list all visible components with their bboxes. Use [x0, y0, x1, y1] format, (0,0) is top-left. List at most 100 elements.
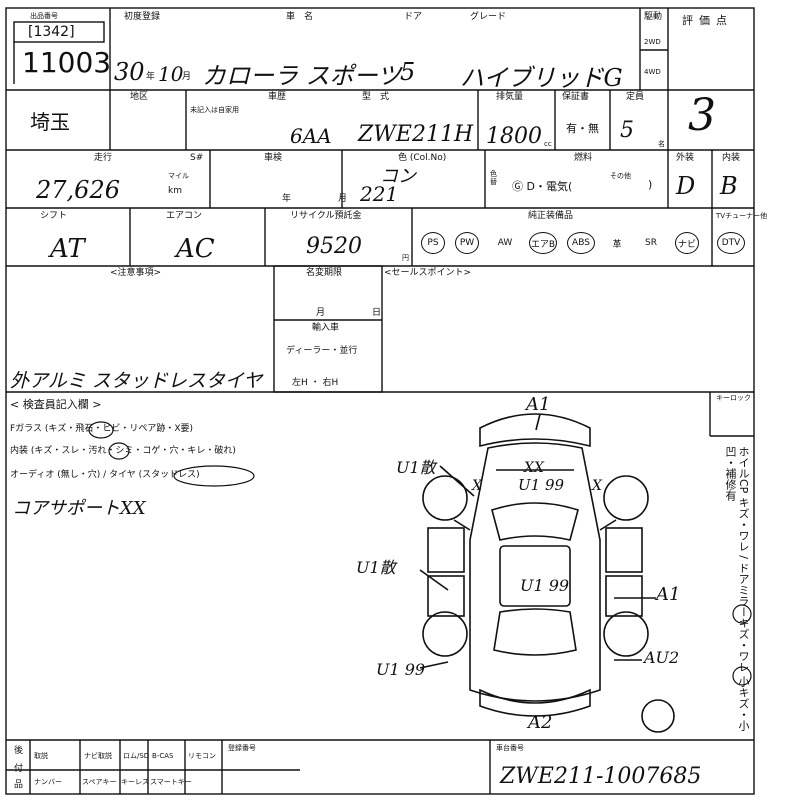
- car-name-label: 車 名: [286, 12, 314, 22]
- footer-bottom-item-2: キーレス: [121, 778, 149, 786]
- month-unit: 月: [182, 72, 192, 82]
- mark-u1-center: U1 99: [520, 576, 570, 595]
- inspection-month-unit: 月: [338, 194, 348, 204]
- inspection-year-unit: 年: [282, 194, 292, 204]
- year-unit: 年: [146, 72, 156, 82]
- capacity: 5: [620, 118, 634, 143]
- drive-label: 駆動: [644, 12, 663, 22]
- equipment-3: エアB: [529, 232, 557, 254]
- color-label: 色 (Col.No): [398, 153, 447, 163]
- mark-u1-left-mid: U1散: [356, 558, 396, 577]
- mark-au2: AU2: [644, 648, 680, 667]
- displacement: 1800: [486, 124, 542, 149]
- equipment-8: DTV: [717, 232, 745, 254]
- reg-label: 登録番号: [228, 744, 256, 752]
- transfer-label: 名変期限: [306, 268, 343, 278]
- fuel-label: 燃料: [574, 153, 593, 163]
- keylock-label: キーロック: [716, 394, 751, 402]
- capacity-unit: 名: [658, 140, 665, 148]
- equipment-4: ABS: [567, 232, 595, 254]
- fuel-close: ): [648, 178, 653, 191]
- capacity-label: 定員: [626, 92, 645, 102]
- chassis-label: 車台番号: [496, 744, 524, 752]
- equipment-7: ナビ: [675, 232, 699, 254]
- door-label: ドア: [404, 12, 423, 22]
- interior-grade: B: [720, 172, 738, 200]
- shift-label: シフト: [40, 211, 68, 221]
- mileage-unit-km: km: [168, 186, 182, 196]
- fuel-options: Ⓖ D・電気(: [512, 180, 573, 193]
- history-label: 車歴: [268, 92, 287, 102]
- inspection-label: 車検: [264, 153, 283, 163]
- warranty: 有・無: [566, 122, 599, 135]
- import-label: 輸入車: [312, 323, 340, 333]
- color-change: 色替: [490, 170, 497, 186]
- footer-bottom-item-1: スペアキー: [82, 778, 117, 786]
- ac-label: エアコン: [166, 211, 203, 221]
- mileage-label: 走行: [94, 153, 113, 163]
- recycle-label: リサイクル預託金: [290, 211, 362, 221]
- sw-label: S#: [190, 153, 204, 163]
- inspector-line-glass: Fガラス (キズ・飛石・ヒビ・リペア跡・X要): [10, 424, 194, 434]
- model-prefix: 6AA: [290, 124, 332, 148]
- footer-top-item-4: リモコン: [188, 752, 216, 760]
- lot-caption: 出品番号: [30, 12, 58, 20]
- equipment-0: PS: [421, 232, 445, 254]
- inspector-title: < 検査員記入欄 >: [10, 398, 102, 411]
- ac: AC: [176, 234, 215, 264]
- damage-legend: ホイルCP キズ・ワレ / ドアミラーキズ・ワレ 小キズ・小凹・補修有: [724, 446, 750, 732]
- drive-4wd: 4WD: [644, 68, 661, 76]
- score-label: 評価点: [682, 14, 733, 27]
- equipment-2: AW: [497, 238, 513, 248]
- footer-bottom-item-3: スマートキー: [150, 778, 192, 786]
- mark-u1-left-top: U1散: [396, 458, 436, 477]
- exterior-grade: D: [676, 172, 696, 200]
- tv-tuner-label: TVチューナー他: [716, 212, 768, 220]
- mileage-unit-mile: マイル: [168, 172, 189, 180]
- equipment-label: 純正装備品: [528, 211, 574, 221]
- region: 埼玉: [30, 110, 70, 134]
- warranty-label: 保証書: [562, 92, 590, 102]
- footer-col1-a: 後: [14, 746, 24, 756]
- equipment-1: PW: [455, 232, 479, 254]
- car-name: カローラ スポーツ: [202, 62, 402, 90]
- mileage: 27,626: [36, 176, 120, 204]
- model-label: 型 式: [362, 92, 390, 102]
- footer-col1-c: 品: [14, 780, 24, 790]
- chassis-number: ZWE211-1007685: [500, 764, 702, 789]
- mark-u1-left-bottom: U1 99: [376, 660, 426, 679]
- grade: ハイブリッドG: [460, 64, 623, 92]
- caution-label: <注意事項>: [110, 268, 162, 278]
- interior-label: 内装: [722, 153, 741, 163]
- drive-2wd: 2WD: [644, 38, 661, 46]
- import-handle: 左H ・ 右H: [292, 378, 339, 388]
- equipment-6: SR: [645, 238, 657, 248]
- yen-unit: 円: [402, 254, 409, 262]
- fuel-other: その他: [610, 172, 631, 180]
- lot-number: 11003: [22, 46, 112, 79]
- transfer-day: 日: [372, 308, 382, 318]
- score: 3: [688, 90, 716, 141]
- cc-unit: cc: [544, 140, 552, 148]
- footer-top-item-3: B-CAS: [152, 752, 174, 760]
- exterior-label: 外装: [676, 153, 695, 163]
- lot-bracket: [1342]: [28, 24, 75, 40]
- equipment-5: 革: [612, 239, 622, 250]
- first-reg-label: 初度登録: [124, 12, 161, 22]
- inspector-line-audio: オーディオ (無し・穴) / タイヤ (スタッドレス): [10, 470, 200, 480]
- footer-col1-b: 付: [14, 764, 24, 774]
- car-diagram: [419, 413, 675, 733]
- shift: AT: [50, 234, 85, 264]
- grade-label: グレード: [470, 12, 507, 22]
- first-reg-year: 30: [114, 58, 145, 86]
- mark-a1-right: A1: [656, 584, 681, 605]
- caution-handwritten: 外アルミ スタッドレスタイヤ: [10, 370, 263, 392]
- displacement-label: 排気量: [496, 92, 524, 102]
- history-note: 未記入は自家用: [190, 106, 239, 114]
- mark-x-right: X: [592, 478, 602, 494]
- mark-x-left: X: [472, 478, 482, 494]
- model: ZWE211H: [358, 122, 474, 147]
- color-code: 221: [360, 182, 399, 206]
- sales-label: <セールスポイント>: [384, 268, 472, 278]
